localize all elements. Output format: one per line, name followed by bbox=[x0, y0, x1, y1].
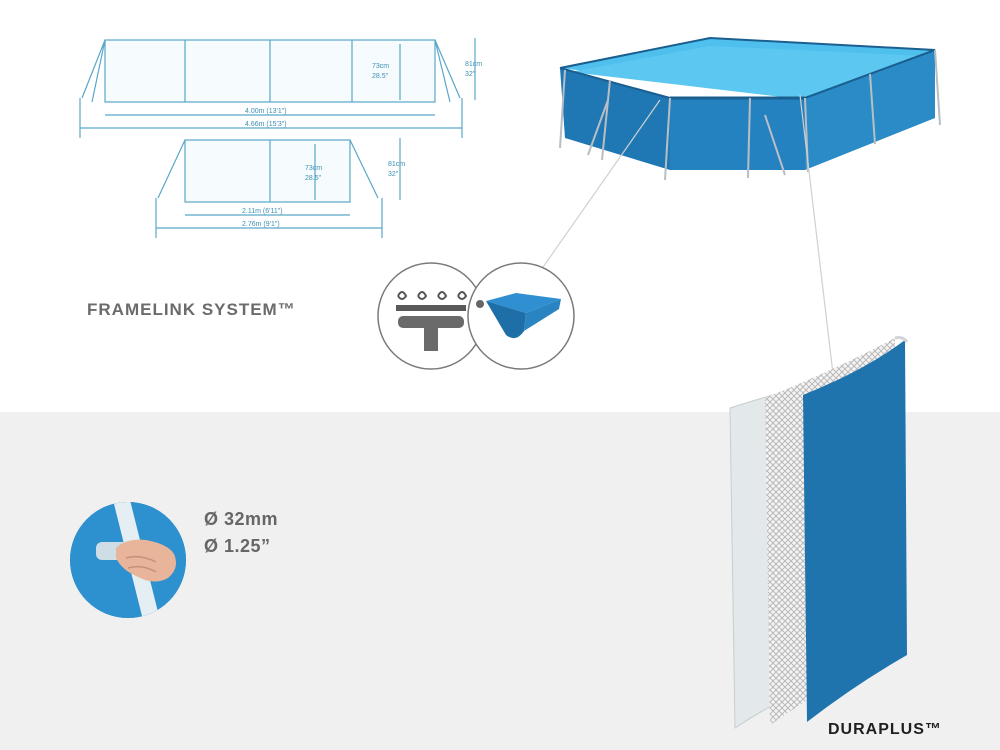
small-inner-width: 2.11m (6'11") bbox=[242, 208, 283, 215]
framelink-system-label: FRAMELINK SYSTEM™ bbox=[87, 300, 296, 319]
large-frame-height: 81cm bbox=[465, 61, 482, 68]
small-frame-height: 81cm bbox=[388, 161, 405, 168]
small-frame-height-in: 32" bbox=[388, 171, 399, 178]
pool-dimension-diagram: 73cm 28.5" 81cm 32" 4.00m (13'1") 4.66m … bbox=[79, 38, 482, 238]
pool-3d-illustration bbox=[559, 36, 941, 181]
large-wall-height: 73cm bbox=[372, 63, 389, 70]
pool-cover-icon bbox=[467, 262, 575, 370]
duraplus-label: DURAPLUS™ bbox=[828, 721, 942, 738]
large-inner-length: 4.00m (13'1") bbox=[245, 108, 287, 115]
duraplus-layers-icon bbox=[729, 336, 909, 729]
large-wall-height-in: 28.5" bbox=[372, 73, 389, 80]
large-frame-height-in: 32" bbox=[465, 71, 476, 78]
hand-grip-pipe-icon bbox=[70, 502, 186, 618]
small-wall-height-in: 28.5" bbox=[305, 175, 322, 182]
small-outer-width: 2.76m (9'1") bbox=[242, 221, 280, 228]
large-outer-length: 4.66m (15'3") bbox=[245, 121, 287, 128]
pipe-diameter-in: Ø 1.25” bbox=[204, 536, 271, 556]
pipe-diameter-mm: Ø 32mm bbox=[204, 509, 279, 529]
small-wall-height: 73cm bbox=[305, 165, 322, 172]
